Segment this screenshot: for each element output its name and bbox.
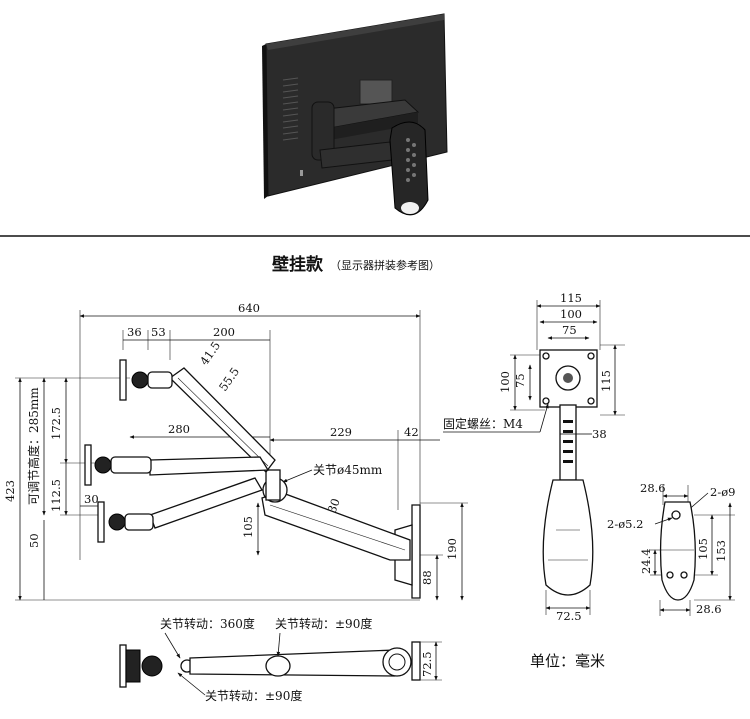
label-hole-mid: 2-ø5.2 <box>607 517 643 531</box>
dim-50: 50 <box>27 533 41 548</box>
dim-36: 36 <box>127 325 142 339</box>
drawing-title: 壁挂款 <box>272 254 324 275</box>
dim-200: 200 <box>213 325 235 339</box>
label-hole-top: 2-ø9 <box>710 485 735 499</box>
dim-172-5: 172.5 <box>49 407 63 440</box>
label-screw: 固定螺丝：M4 <box>443 416 523 431</box>
dim-423: 423 <box>3 480 17 502</box>
dim-plate-28-6-bot: 28.6 <box>696 602 722 616</box>
dim-h75: 75 <box>513 373 527 388</box>
dim-h100: 100 <box>498 371 512 393</box>
dim-w115: 115 <box>560 291 582 305</box>
dim-w75: 75 <box>562 323 577 337</box>
dim-190: 190 <box>445 538 459 560</box>
dim-plate-153: 153 <box>714 540 728 562</box>
dim-30-left: 30 <box>84 492 99 506</box>
wall-plate-detail: 28.6 2-ø9 2-ø5.2 105 153 24.4 28.6 <box>607 481 735 616</box>
dim-top-72-5: 72.5 <box>420 651 434 677</box>
side-view: 640 36 53 200 41.5 55.5 280 229 42 423 可… <box>3 301 468 601</box>
label-adjustable-height: 可调节高度：285mm <box>26 387 41 505</box>
top-view: 关节转动：360度 关节转动：±90度 关节转动：±90度 72.5 <box>119 616 442 703</box>
dim-88: 88 <box>420 570 434 585</box>
drawing-subtitle: （显示器拼装参考图） <box>330 258 440 272</box>
dim-229: 229 <box>330 425 352 439</box>
dim-42: 42 <box>404 425 419 439</box>
dim-640: 640 <box>238 301 260 315</box>
dim-w72-5: 72.5 <box>556 609 582 623</box>
label-joint-diameter: 关节ø45mm <box>313 463 383 477</box>
dim-h115: 115 <box>599 370 613 392</box>
dim-w38: 38 <box>592 427 607 441</box>
units-note: 单位：毫米 <box>530 652 605 670</box>
dim-280: 280 <box>168 422 190 436</box>
dim-plate-24-4: 24.4 <box>639 548 653 574</box>
product-photo <box>262 13 448 216</box>
dim-41-5: 41.5 <box>197 339 223 368</box>
dim-plate-105: 105 <box>696 538 710 560</box>
dim-105-side: 105 <box>241 516 255 538</box>
dim-w100: 100 <box>560 307 582 321</box>
label-rotation-90-a: 关节转动：±90度 <box>275 616 372 631</box>
label-rotation-360: 关节转动：360度 <box>160 616 255 631</box>
dim-55-5: 55.5 <box>216 365 242 394</box>
dim-53: 53 <box>151 325 166 339</box>
dim-112-5: 112.5 <box>49 479 63 512</box>
label-rotation-90-b: 关节转动：±90度 <box>205 688 302 703</box>
dim-plate-28-6-top: 28.6 <box>640 481 666 495</box>
front-view: 115 100 75 100 75 115 固定螺丝：M4 <box>443 291 625 623</box>
